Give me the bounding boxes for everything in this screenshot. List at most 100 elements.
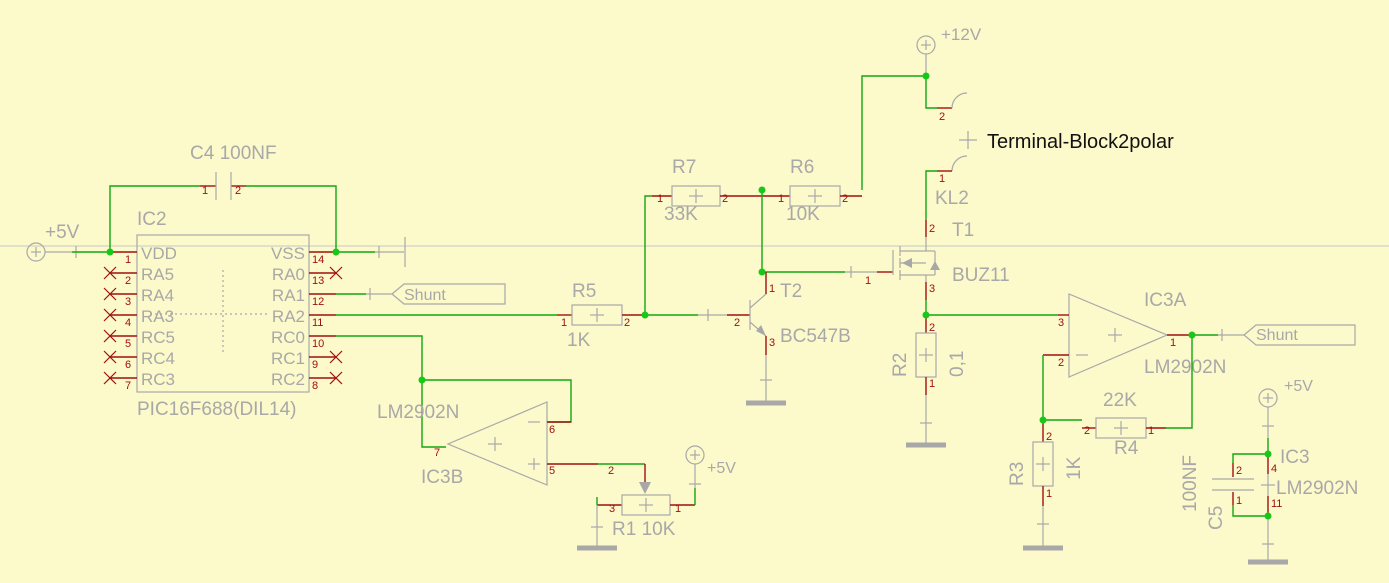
svg-text:T2: T2 — [780, 281, 802, 302]
svg-text:IC3B: IC3B — [421, 467, 463, 488]
svg-text:2: 2 — [939, 111, 945, 123]
ic2-part: PIC16F688(DIL14) — [137, 399, 296, 420]
svg-text:2: 2 — [734, 317, 740, 329]
svg-text:7: 7 — [125, 380, 131, 392]
svg-text:1: 1 — [865, 275, 871, 287]
capacitor-c4[interactable]: 1 2 C4 100NF — [109, 143, 337, 252]
resistor-r6[interactable]: 1 2 R6 10K — [762, 157, 862, 225]
net-label-shunt-left[interactable]: Shunt — [366, 283, 506, 305]
svg-text:1: 1 — [125, 254, 131, 266]
svg-text:13: 13 — [312, 275, 324, 287]
resistor-r5[interactable]: 1 2 R5 1K — [557, 281, 645, 351]
svg-text:Shunt: Shunt — [404, 287, 446, 304]
svg-text:1: 1 — [561, 317, 567, 329]
resistor-r2[interactable]: 2 1 R2 0,1 — [890, 315, 968, 395]
svg-text:R6: R6 — [790, 157, 814, 178]
svg-text:2: 2 — [1084, 425, 1090, 437]
svg-text:R4: R4 — [1114, 438, 1139, 459]
svg-text:33K: 33K — [664, 204, 698, 225]
svg-text:2: 2 — [608, 465, 614, 477]
svg-text:9: 9 — [312, 359, 318, 371]
svg-text:BC547B: BC547B — [780, 326, 851, 347]
svg-text:1: 1 — [769, 283, 775, 295]
svg-text:8: 8 — [312, 380, 318, 392]
ic2-pin-rc2[interactable]: 8 RC2 — [271, 370, 343, 392]
svg-text:5: 5 — [549, 465, 555, 477]
svg-text:+5V: +5V — [707, 460, 736, 477]
resistor-r3[interactable]: 2 1 R3 1K — [1007, 420, 1085, 506]
svg-text:3: 3 — [1058, 317, 1064, 329]
svg-text:0,1: 0,1 — [947, 351, 968, 377]
resistor-r7[interactable]: 1 2 R7 33K — [652, 157, 762, 225]
resistor-r4[interactable]: 2 1 22K R4 — [1082, 390, 1166, 459]
ic2-pin-ra0[interactable]: 13 RA0 — [272, 265, 343, 287]
opamp-ic3b[interactable]: 6 5 7 LM2902N IC3B — [377, 401, 598, 488]
svg-text:3: 3 — [609, 503, 615, 515]
svg-text:1: 1 — [657, 193, 663, 205]
kl2-part: Terminal-Block2polar — [987, 131, 1174, 153]
svg-text:RC3: RC3 — [141, 370, 175, 389]
potentiometer-r1[interactable]: 3 1 2 R1 10K — [597, 464, 695, 540]
net-label-shunt-right[interactable]: Shunt — [1218, 324, 1356, 346]
svg-text:RC1: RC1 — [271, 349, 305, 368]
ic2-pin-rc1[interactable]: 9 RC1 — [271, 349, 343, 371]
svg-text:2: 2 — [125, 275, 131, 287]
ic3-power-unit[interactable]: 4 11 IC3 LM2902N — [1261, 447, 1358, 516]
ground-ic3 — [1248, 516, 1288, 565]
svg-text:1: 1 — [1236, 495, 1242, 507]
ic2-pin-vdd[interactable]: 1 VDD — [110, 244, 177, 266]
supply-5v-left[interactable]: +5V — [26, 222, 80, 262]
svg-text:10K: 10K — [786, 204, 820, 225]
ic2-pin-ra5[interactable]: 2 RA5 — [103, 265, 174, 287]
supply-5v-r1[interactable]: +5V — [685, 445, 736, 488]
svg-text:1K: 1K — [567, 330, 591, 351]
svg-text:VDD: VDD — [141, 244, 177, 263]
svg-text:5: 5 — [125, 338, 131, 350]
ground-r3 — [1023, 506, 1063, 551]
svg-text:7: 7 — [434, 447, 440, 459]
ic2-pin-rc3[interactable]: 7 RC3 — [103, 370, 175, 392]
c4-label: C4 100NF — [190, 143, 277, 164]
svg-text:1: 1 — [778, 193, 784, 205]
svg-text:2: 2 — [1058, 357, 1064, 369]
ic2-pin-ra1[interactable]: 12 RA1 — [272, 286, 336, 308]
supply-12v[interactable]: +12V — [916, 25, 982, 76]
ic2-name: IC2 — [137, 209, 167, 230]
svg-text:2: 2 — [235, 185, 241, 197]
svg-text:RA1: RA1 — [272, 286, 305, 305]
mosfet-t1[interactable]: 1 2 3 T1 BUZ11 — [845, 220, 1010, 295]
terminal-block-kl2[interactable]: 2 1 Terminal-Block2polar KL2 — [925, 76, 1174, 209]
svg-text:R2: R2 — [890, 353, 911, 377]
svg-text:1: 1 — [675, 503, 681, 515]
transistor-t2[interactable]: 1 3 T2 BC547B — [749, 272, 851, 355]
capacitor-c5[interactable]: 2 1 100NF C5 — [1180, 455, 1254, 530]
svg-text:3: 3 — [125, 296, 131, 308]
svg-text:3: 3 — [769, 337, 775, 349]
svg-text:2: 2 — [842, 193, 848, 205]
supply-5v-ic3[interactable]: +5V — [1258, 378, 1313, 438]
svg-text:2: 2 — [1236, 465, 1242, 477]
opamp-ic3a[interactable]: 3 2 1 IC3A LM2902N — [1043, 290, 1226, 378]
r1-label: R1 10K — [612, 519, 676, 540]
svg-text:12: 12 — [312, 296, 324, 308]
svg-text:1: 1 — [1148, 425, 1154, 437]
svg-text:RA2: RA2 — [272, 307, 305, 326]
svg-text:RC2: RC2 — [271, 370, 305, 389]
svg-text:1: 1 — [929, 378, 935, 390]
svg-text:10: 10 — [312, 338, 324, 350]
ground-t2 — [746, 355, 786, 406]
svg-text:1: 1 — [939, 173, 945, 185]
svg-text:RA5: RA5 — [141, 265, 174, 284]
svg-text:100NF: 100NF — [1180, 455, 1201, 512]
svg-text:14: 14 — [312, 254, 324, 266]
svg-text:RA0: RA0 — [272, 265, 305, 284]
